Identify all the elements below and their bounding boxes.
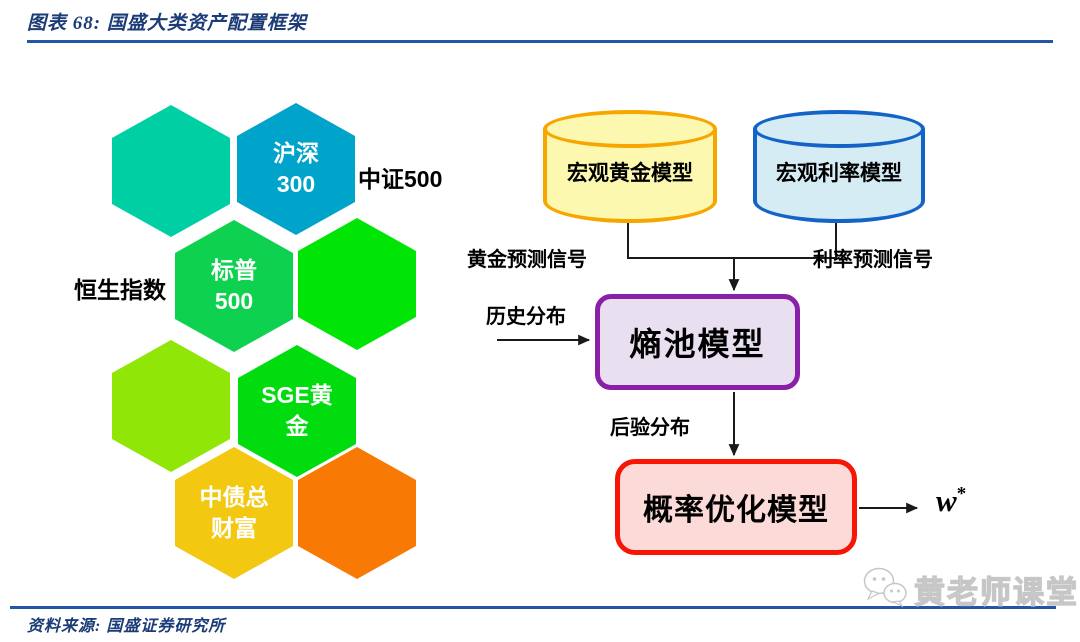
source-note: 资料来源: 国盛证券研究所 (27, 618, 226, 635)
label-zhongzheng500: 中证500 (358, 166, 443, 192)
hex-biaopu-500: 标普 500 (175, 220, 293, 352)
hex-sge-gold: SGE黄 金 (238, 345, 356, 477)
watermark: 黄老师课堂 (862, 566, 1079, 613)
probability-optimization-model-box: 概率优化模型 (615, 459, 857, 555)
wechat-icon (862, 566, 908, 613)
hex-teal-empty (112, 105, 230, 237)
cylinder-top-ellipse (543, 110, 717, 148)
cylinder-top-ellipse (753, 110, 925, 148)
hex-label-line: 300 (276, 171, 316, 197)
hex-green-empty (298, 218, 416, 350)
rate-model-label: 宏观利率模型 (776, 162, 902, 185)
rate-model-cylinder: 宏观利率模型 (753, 110, 925, 223)
watermark-text: 黄老师课堂 (913, 574, 1079, 610)
hex-label-line: 标普 (211, 256, 257, 283)
hex-zhongzhai-wealth: 中债总 财富 (175, 447, 293, 579)
hex-hushen-300: 沪深 300 (237, 103, 355, 235)
entropy-pool-model-label: 熵池模型 (629, 326, 766, 362)
hex-label-line: 中债总 (199, 483, 269, 510)
gold-model-cylinder: 宏观黄金模型 (543, 110, 717, 223)
entropy-pool-model-box: 熵池模型 (595, 294, 800, 390)
hex-orange-empty (298, 447, 416, 579)
hex-label-line: 金 (285, 413, 309, 439)
hex-label-line: 沪深 (273, 139, 319, 166)
probability-optimization-model-label: 概率优化模型 (643, 494, 829, 527)
w-symbol: w (936, 483, 957, 518)
hex-label-line: SGE黄 (261, 381, 333, 408)
rate-signal-label: 利率预测信号 (813, 249, 933, 271)
hex-yellowgreen-empty (112, 340, 230, 472)
bottom-divider (10, 606, 1056, 609)
gold-model-label: 宏观黄金模型 (567, 162, 693, 185)
gold-signal-label: 黄金预测信号 (467, 249, 587, 271)
asterisk-superscript: * (956, 483, 967, 505)
posterior-distribution-label: 后验分布 (610, 417, 690, 439)
hex-label-line: 500 (214, 288, 254, 314)
figure-title: 图表 68: 国盛大类资产配置框架 (27, 13, 307, 34)
optimal-weights-output: w* (936, 483, 966, 519)
top-divider (27, 40, 1053, 43)
history-distribution-label: 历史分布 (486, 306, 566, 328)
label-hangseng: 恒生指数 (74, 277, 166, 303)
hex-label-line: 财富 (211, 515, 257, 541)
